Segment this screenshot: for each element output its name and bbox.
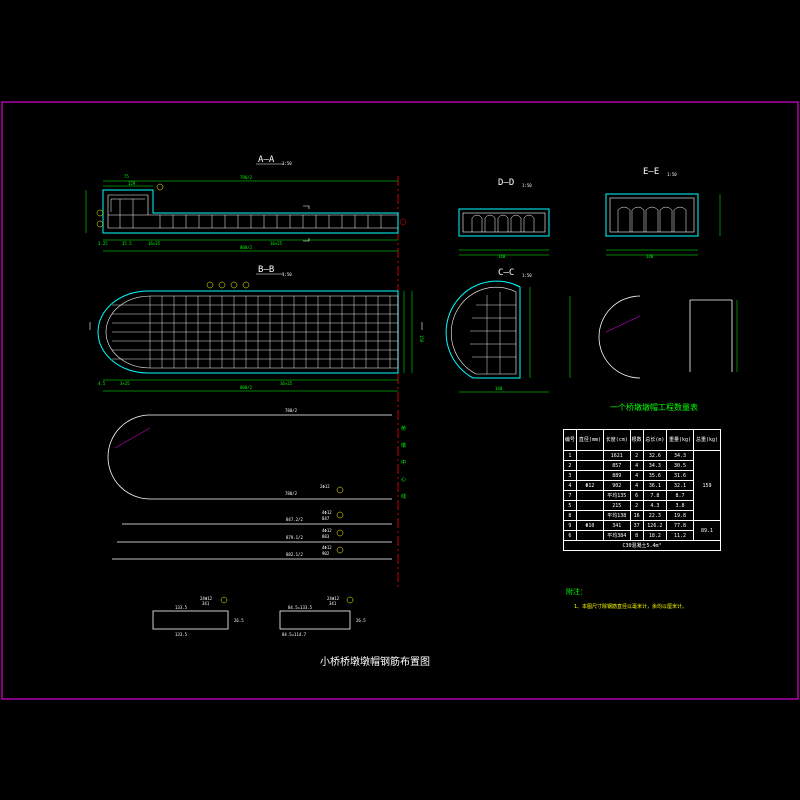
table-footer: C30混凝土5.4m³: [563, 540, 721, 551]
stirrup-left-h: 26.5: [234, 618, 244, 623]
rebar-details-right: [569, 295, 738, 379]
stirrup-left: [152, 610, 229, 630]
svg-text:中: 中: [401, 459, 406, 466]
view-ee-scale: 1:50: [667, 172, 677, 177]
dd-outline: [458, 208, 550, 237]
view-dd-scale: 1:50: [522, 183, 532, 188]
svg-text:心: 心: [401, 476, 406, 483]
bb-dim-b3: 16×25: [280, 381, 293, 386]
th-count: 根数: [629, 429, 644, 451]
th-dia: 直径(mm): [575, 429, 604, 451]
view-cc-label: C—C: [498, 268, 514, 278]
aa-dim-b3: 16×25: [148, 241, 161, 246]
total-weight-1: 159: [692, 450, 722, 521]
rebar1-len-top: 780/2: [285, 408, 298, 413]
stirrup-left-top-b: 341: [202, 601, 210, 606]
notes-line1: 1、本图尺寸除钢筋直径以毫米计，余均以厘米计。: [574, 603, 687, 610]
svg-text:桥: 桥: [401, 425, 406, 432]
view-dd: D—D 1:50 140: [458, 178, 550, 259]
aa-dim-b1: 3.25: [98, 241, 108, 246]
stirrup-left-len-top: 133.5: [175, 605, 188, 610]
th-no: 编号: [563, 429, 577, 451]
drawing-title: 小桥桥墩墩帽钢筋布置图: [320, 655, 430, 668]
ee-dim-total: 140: [646, 254, 654, 259]
dd-dim-total: 140: [498, 254, 506, 259]
th-len: 长度(cm): [602, 429, 631, 451]
table-title: 一个桥墩墩帽工程数量表: [610, 402, 698, 412]
rebar2-callout-b: 847: [322, 516, 330, 521]
rebar3-callout: 4Φ12: [322, 528, 332, 533]
view-bb: B—B 1:50 4.5 3×25 16×25 800/2 150: [89, 265, 424, 392]
th-total-weight: 总重(kg): [692, 429, 722, 451]
aa-dim-total: 800/2: [240, 245, 253, 250]
aa-dim-top: 796/2: [240, 175, 253, 180]
aa-dim-side1: 75: [124, 174, 129, 179]
cc-outline: [445, 280, 521, 379]
bb-outline: [97, 290, 399, 374]
stirrup-left-len-bottom: 133.5: [175, 632, 188, 637]
aa-outline: [102, 189, 399, 234]
rebar1-shape: [107, 414, 392, 500]
view-dd-label: D—D: [498, 178, 514, 188]
stirrup-right-b: 84.5=114.7: [282, 632, 307, 637]
th-total-len: 总长(m): [642, 429, 668, 451]
rebar4-callout-b: 902: [322, 551, 330, 556]
rebar4-len: 882.1/2: [286, 552, 303, 557]
bb-dim-b2: 3×25: [120, 381, 130, 386]
view-bb-label: B—B: [258, 265, 274, 275]
stirrup-right-h: 26.5: [356, 618, 366, 623]
centerline-label: 桥 墩 中 心 线: [401, 425, 406, 500]
cc-dim-total: 140: [495, 386, 503, 391]
rebar4-callout: 4Φ12: [322, 545, 332, 550]
ee-outline: [605, 193, 699, 237]
view-aa-scale: 1:50: [282, 161, 292, 166]
view-cc: C—C 1:50 140: [445, 268, 549, 393]
aa-dim-b4: 16×25: [270, 241, 283, 246]
svg-text:墩: 墩: [401, 442, 406, 449]
view-ee-label: E—E: [643, 167, 659, 177]
view-cc-scale: 1:50: [522, 273, 532, 278]
notes-heading: 附注：: [566, 587, 587, 596]
aa-dim-b2: 35.5: [122, 241, 132, 246]
rebar3-callout-b: 883: [322, 534, 330, 539]
aa-dim-side2: 129: [128, 181, 136, 186]
drawing-frame: [1, 101, 799, 700]
stirrup-left-top: 24Φ12: [200, 596, 213, 601]
rebar2-len: 847.2/2: [286, 517, 303, 522]
view-aa: A—A 1:50 796/2 75 129 3.25 35.5: [85, 155, 407, 252]
stirrup-right: [279, 610, 351, 630]
rebar3-len: 879.1/2: [286, 535, 303, 540]
total-weight-2: 89.1: [692, 520, 722, 541]
view-bb-scale: 1:50: [282, 272, 292, 277]
stirrup-right-top: 24Φ12: [327, 596, 340, 601]
rebar1-callout: 2Φ12: [320, 484, 330, 489]
svg-text:线: 线: [401, 493, 406, 500]
table-footer-row: C30混凝土5.4m³: [563, 540, 721, 551]
rebar2-callout: 4Φ12: [322, 510, 332, 515]
stirrup-right-top-b: 341: [329, 601, 337, 606]
view-ee: E—E 1:50 140: [605, 167, 721, 259]
bb-dim-b1: 4.5: [98, 381, 106, 386]
quantity-table: 编号 直径(mm) 长度(cm) 根数 总长(m) 重量(kg) 总重(kg) …: [563, 429, 722, 551]
stirrup-details: 24Φ12 341 133.5 133.5 26.5 24Φ12 341 84.…: [152, 596, 366, 637]
bb-dim-total: 800/2: [240, 385, 253, 390]
bb-dim-right: 150: [419, 335, 424, 343]
stirrup-right-a: 84.5=133.5: [288, 605, 313, 610]
rebar1-len-bottom: 780/2: [285, 491, 298, 496]
view-aa-label: A—A: [258, 155, 275, 165]
rebar-shapes: 780/2 780/2 2Φ12 847.2/2 4Φ12 847 879.1/…: [107, 408, 392, 560]
th-weight: 重量(kg): [666, 429, 694, 451]
